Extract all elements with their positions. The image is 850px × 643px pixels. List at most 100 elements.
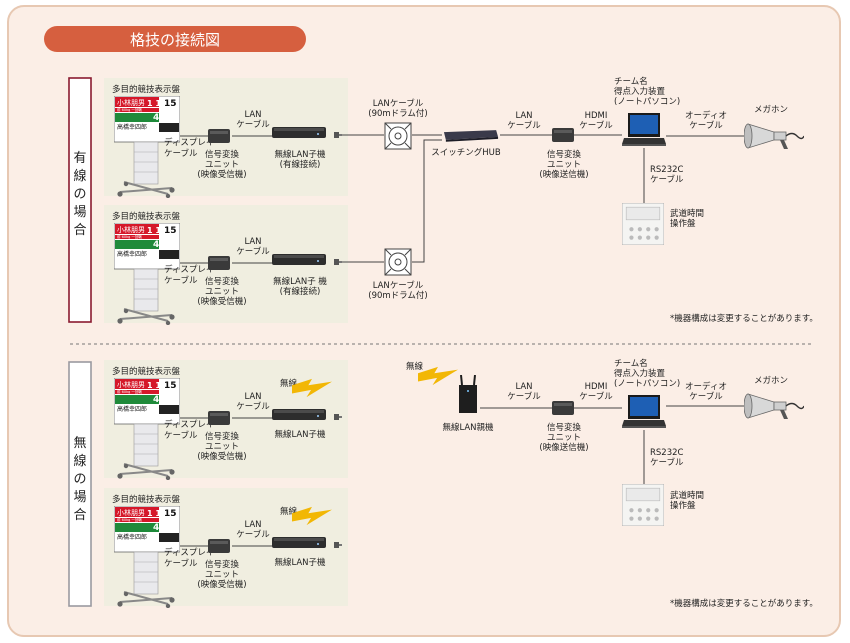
wired-char-4: 場 [73,205,86,220]
lan-drum-label-1: LANケーブル [373,98,424,109]
signal-converter-tx [552,128,574,142]
wireless-lan-child-unit [272,254,326,265]
budo-timer-label-1: 武道時間 [670,208,704,219]
scoreboard-display: 小林朋男 1 1 15 前 60kg 一回戦 4:33 高橋幸四郎 0 [114,223,180,325]
rs232c-label-1: RS232C [650,448,684,458]
lan-drum-sublabel-1: (90mドラム付) [368,108,427,119]
lan-cable-label-1: LAN [244,110,261,120]
signal-converter-rx [208,129,230,143]
wlan-child-label: 無線LAN子機 [274,429,326,440]
wireless-char-2: 線 [73,453,86,469]
equipment-note: *機器構成は変更することがあります。 [670,313,818,324]
wireless-label: 無線 [280,378,298,389]
signal-unit-label-1: 信号変換 [205,559,240,570]
megaphone-label: メガホン [754,375,788,386]
scoreboard-heading: 多目的競技表示盤 [112,494,181,505]
scoreboard-name-top: 小林朋男 [117,98,145,107]
timer-panel-icon [622,203,664,245]
wireless-venue-2: 多目的競技表示盤 小林朋男 1 1 15 前 60kg 一回戦 4:33 高橋幸… [104,488,348,608]
switching-hub-label: スイッチングHUB [431,147,501,158]
scoreboard-display: 小林朋男 1 1 15 前 60kg 一回戦 4:33 高橋幸四郎 0 [114,378,180,480]
scoreboard-num-top: 15 [164,99,177,109]
wireless-char-4: 場 [73,490,86,505]
wired-char-3: の [73,187,86,202]
scoreboard-score-top: 1 1 [147,509,161,518]
scoreboard-score-top: 1 1 [147,226,161,235]
signal-unit-label-2: ユニット [205,160,239,170]
lan-cable-label-1: LAN [244,520,261,530]
rs232c-label-2: ケーブル [650,457,684,468]
hdmi-label-2: ケーブル [579,391,613,402]
scoreboard-name-bottom: 高橋幸四郎 [117,533,147,541]
lan-cable-label-2: ケーブル [236,529,270,540]
signal-unit-label-3: (映像受信機) [197,296,246,307]
team-pc-label-1: チーム名 [614,358,648,369]
title-background [44,26,306,52]
wlan-child-sublabel: (有線接続) [280,159,321,170]
wireless-char-1: 無 [73,436,86,451]
wired-venue-2: 多目的競技表示盤 小林朋男 1 1 15 前 60kg 一回戦 4:33 高橋幸… [104,205,348,325]
scoreboard-score-bottom: 0 [152,405,158,414]
wlan-child-sublabel: (有線接続) [280,286,321,297]
signal-converter-rx [208,539,230,553]
lan-cable-label-2: ケーブル [236,401,270,412]
equipment-note: *機器構成は変更することがあります。 [670,598,818,609]
display-cable-label-1: ディスプレイ [164,547,214,558]
wireless-lan-child-unit [272,127,326,138]
team-pc-label-2: 得点入力装置 [614,368,666,379]
wlan-parent-label: 無線LAN親機 [442,422,494,433]
signal-unit-label-3: (映像受信機) [197,451,246,462]
scoreboard-score-bottom: 0 [152,250,158,259]
signal-unit-label-1: 信号変換 [205,276,240,287]
scoreboard-heading: 多目的競技表示盤 [112,366,181,377]
display-cable-label-2: ケーブル [164,275,198,286]
lan-cable-label-2: ケーブル [507,120,541,131]
timer-panel-icon [622,484,664,526]
signal-converter-rx [208,411,230,425]
lan-cable-label-1: LAN [244,237,261,247]
wlan-child-label: 無線LAN子機 [274,149,326,160]
display-cable-label-1: ディスプレイ [164,419,214,430]
signal-unit-label-1: 信号変換 [205,149,240,160]
wireless-char-3: の [73,472,86,487]
scoreboard-name-top: 小林朋男 [117,380,145,389]
wlan-child-label: 無線LAN子機 [274,557,326,568]
audio-label-1: オーディオ [685,381,727,392]
scoreboard-score-top: 1 1 [147,99,161,108]
scoreboard-name-top: 小林朋男 [117,225,145,234]
scoreboard-display: 小林朋男 1 1 15 前 60kg 一回戦 4:33 高橋幸四郎 0 [114,506,180,608]
laptop-icon [622,113,666,146]
cable-drum-icon [384,248,412,276]
signal-unit-tx-label-3: (映像送信機) [539,442,588,453]
wired-char-2: 線 [73,168,86,184]
hdmi-label-1: HDMI [585,382,608,392]
wlan-child-label: 無線LAN子 機 [273,276,327,287]
scoreboard-sub-top: 前 60kg 一回戦 [117,389,142,394]
signal-unit-label-2: ユニット [205,442,239,452]
wireless-section-label: 無 線 の 場 合 [68,361,92,607]
scoreboard-sub-top: 前 60kg 一回戦 [117,517,142,522]
budo-timer-label-2: 操作盤 [670,218,696,229]
lan-drum-sublabel-2: (90mドラム付) [368,290,427,301]
lan-cable-label-2: ケーブル [236,246,270,257]
hdmi-label-1: HDMI [585,111,608,121]
scoreboard-time: 4:33 [153,395,175,405]
scoreboard-heading: 多目的競技表示盤 [112,84,181,95]
wireless-char-5: 合 [73,508,86,523]
signal-unit-tx-label-1: 信号変換 [547,422,582,433]
signal-converter-tx [552,401,574,415]
scoreboard-time: 4:33 [153,523,175,533]
wired-section-label: 有 線 の 場 合 [68,77,92,323]
scoreboard-sub-top: 前 60kg 一回戦 [117,234,142,239]
budo-timer-label-2: 操作盤 [670,500,696,511]
display-cable-label-2: ケーブル [164,558,198,569]
audio-label-1: オーディオ [685,110,727,121]
team-pc-label-3: (ノートパソコン) [614,97,680,107]
wired-char-1: 有 [73,151,86,166]
scoreboard-num-top: 15 [164,226,177,236]
scoreboard-score-top: 1 1 [147,381,161,390]
signal-unit-label-2: ユニット [205,287,239,297]
cable-drum-icon [384,122,412,150]
budo-timer-label-1: 武道時間 [670,490,704,501]
